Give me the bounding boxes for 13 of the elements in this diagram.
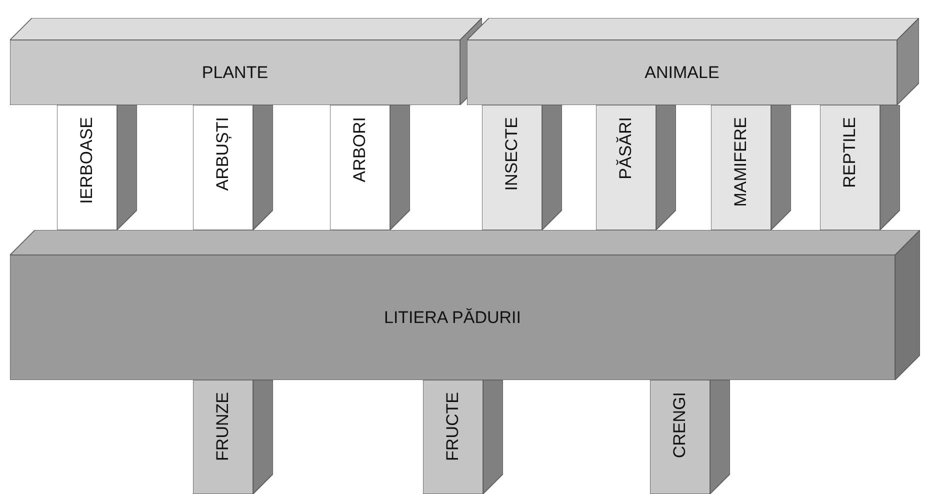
block-label: FRUNZE — [213, 392, 233, 461]
block-label: PLANTE — [202, 62, 268, 82]
block-label: REPTILE — [840, 117, 860, 188]
block-label: ARBORI — [350, 117, 370, 182]
block-label: MAMIFERE — [731, 117, 751, 207]
block-label: INSECTE — [502, 117, 522, 191]
block-label: ARBUȘTI — [213, 117, 233, 191]
block-label: IERBOASE — [77, 117, 97, 204]
block-label: FRUCTE — [443, 392, 463, 461]
block-label: PĂSĂRI — [616, 117, 636, 180]
block-label: ANIMALE — [644, 62, 720, 82]
block-label: CRENGI — [670, 392, 690, 458]
block-label: LITIERA PĂDURII — [384, 308, 521, 328]
